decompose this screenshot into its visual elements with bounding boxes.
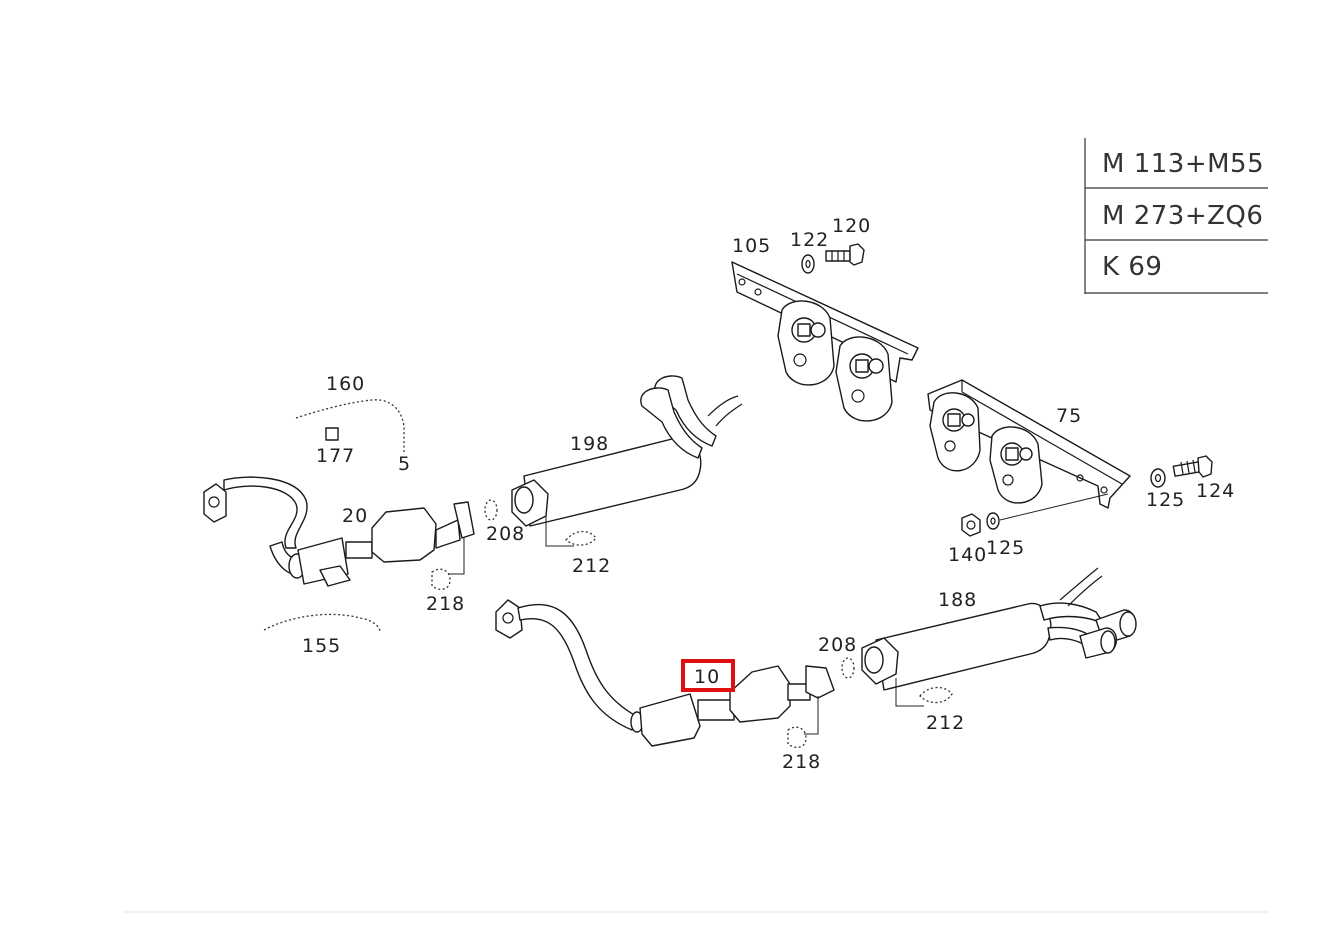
legend-row-1: M 113+M55 (1102, 149, 1264, 179)
model-legend: M 113+M55 M 273+ZQ6 K 69 (1084, 138, 1268, 294)
callout-122[interactable]: 122 (790, 229, 829, 251)
callout-125-right[interactable]: 125 (1146, 489, 1185, 511)
clamp-212-lower[interactable] (919, 686, 953, 704)
legend-row-2: M 273+ZQ6 (1102, 201, 1263, 231)
callout-160[interactable]: 160 (326, 373, 365, 395)
gasket-218-lower[interactable] (787, 726, 807, 749)
callout-10[interactable]: 10 (694, 666, 720, 688)
callout-188[interactable]: 188 (938, 589, 977, 611)
callout-75[interactable]: 75 (1056, 405, 1082, 427)
washer-125-lower[interactable] (986, 512, 1000, 530)
clamp-212-upper[interactable] (565, 530, 597, 546)
gasket-218-upper[interactable] (431, 568, 451, 591)
seal-208-lower[interactable] (841, 657, 855, 679)
selected-part-highlight (681, 659, 735, 692)
callout-218-lower[interactable]: 218 (782, 751, 821, 773)
callout-208-lower[interactable]: 208 (818, 634, 857, 656)
rear-muffler-198[interactable] (511, 375, 743, 527)
callout-212-upper[interactable]: 212 (572, 555, 611, 577)
callout-140[interactable]: 140 (948, 544, 987, 566)
callout-218-upper[interactable]: 218 (426, 593, 465, 615)
bolt-120[interactable] (825, 243, 865, 266)
rear-muffler-188[interactable] (861, 567, 1137, 691)
front-pipe-20[interactable] (203, 476, 475, 587)
hanger-bracket-75[interactable] (927, 379, 1131, 509)
callout-124[interactable]: 124 (1196, 480, 1235, 502)
oxygen-sensor-cable-160[interactable] (295, 399, 405, 452)
callout-5[interactable]: 5 (398, 453, 411, 475)
hanger-bracket-105[interactable] (731, 261, 919, 422)
callout-105[interactable]: 105 (732, 235, 771, 257)
oxygen-sensor-155[interactable] (263, 613, 381, 633)
nut-140[interactable] (961, 513, 981, 537)
callout-198[interactable]: 198 (570, 433, 609, 455)
sensor-clip-177[interactable] (325, 427, 339, 441)
callout-155[interactable]: 155 (302, 635, 341, 657)
washer-122[interactable] (801, 254, 815, 274)
callout-177[interactable]: 177 (316, 445, 355, 467)
callout-125-lower[interactable]: 125 (986, 537, 1025, 559)
legend-row-3: K 69 (1102, 252, 1162, 282)
callout-20[interactable]: 20 (342, 505, 368, 527)
callout-labels: 105 122 120 160 177 5 198 75 20 208 212 … (302, 215, 1235, 773)
washer-125-right[interactable] (1150, 468, 1166, 488)
callout-120[interactable]: 120 (832, 215, 871, 237)
bolt-124[interactable] (1172, 455, 1213, 478)
front-pipe-10[interactable] (495, 599, 835, 747)
callout-212-lower[interactable]: 212 (926, 712, 965, 734)
callout-208-upper[interactable]: 208 (486, 523, 525, 545)
seal-208-upper[interactable] (484, 499, 498, 521)
